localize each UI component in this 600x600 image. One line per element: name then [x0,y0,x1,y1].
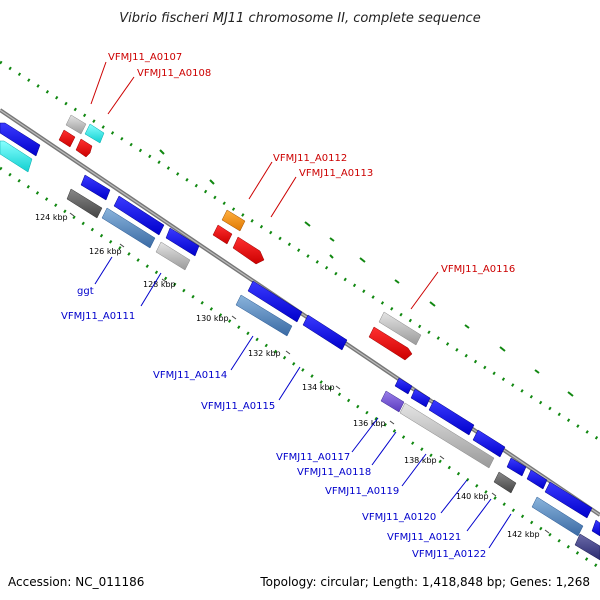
callouts-top [90,61,439,310]
gene-label[interactable]: VFMJ11_A0121 [387,532,461,543]
tick-label: 126 kbp [89,247,122,256]
gene-purple-a0117[interactable] [380,390,405,413]
gene-cds-a0121b[interactable] [526,469,548,490]
gene-labels-top: VFMJ11_A0107 VFMJ11_A0108 VFMJ11_A0112 V… [108,52,515,275]
gene-gray-a0116[interactable] [378,311,422,346]
tick-label: 142 kbp [507,530,540,539]
gene-steel-a0122[interactable] [531,496,584,537]
gene-cyan-left[interactable] [0,140,33,173]
gc-track-inner [0,166,600,570]
topology-text: Topology: circular; Length: 1,418,848 bp… [259,575,590,589]
gene-cds-a0118[interactable] [428,399,475,436]
gene-label[interactable]: VFMJ11_A0107 [108,52,182,63]
tick-label: 138 kbp [404,456,437,465]
gene-labels-bottom: ggt VFMJ11_A0111 VFMJ11_A0114 VFMJ11_A01… [61,286,486,560]
gene-gray-a0111[interactable] [155,241,191,271]
gene-label[interactable]: VFMJ11_A0115 [201,401,275,412]
gene-label[interactable]: VFMJ11_A0116 [441,264,515,275]
tick-label: 124 kbp [35,213,68,222]
gene-steel-ggt[interactable] [101,207,156,249]
gene-label[interactable]: VFMJ11_A0113 [299,168,373,179]
tick-label: 128 kbp [143,280,176,289]
gene-cds-a0120a[interactable] [472,429,506,458]
gene-cds-a0115[interactable] [302,314,348,351]
gene-orange-a0112[interactable] [221,209,246,232]
gene-label[interactable]: VFMJ11_A0114 [153,370,227,381]
gene-red-a0113a[interactable] [212,224,233,245]
gene-cyan-a0108[interactable] [84,123,105,144]
gene-dark-124[interactable] [66,188,103,219]
gene-label[interactable]: VFMJ11_A0120 [362,512,436,523]
tick-label: 132 kbp [248,349,281,358]
gene-red-a0116[interactable] [368,326,413,361]
gene-red-2[interactable] [75,138,93,158]
accession-text: Accession: NC_011186 [8,575,144,589]
callouts-bottom [94,256,512,549]
gene-cds-right-edge[interactable] [591,519,600,537]
genes [0,114,600,561]
gene-label[interactable]: VFMJ11_A0112 [273,153,347,164]
gene-cds-a0121a[interactable] [506,457,527,477]
gene-cds-136b[interactable] [410,388,431,408]
gc-skew-track [159,149,574,397]
gene-red-a0113b[interactable] [232,236,265,265]
gene-cds-124a[interactable] [80,174,111,201]
map-title: Vibrio fischeri MJ11 chromosome II, comp… [119,11,480,26]
gene-cds-126a[interactable] [113,195,165,236]
gene-cds-130[interactable] [247,280,303,323]
gene-label[interactable]: VFMJ11_A0122 [412,549,486,560]
tick-label: 130 kbp [196,314,229,323]
gene-cds-128a[interactable] [165,227,200,257]
gene-label[interactable]: VFMJ11_A0118 [297,467,371,478]
tick-labels: 124 kbp 126 kbp 128 kbp 130 kbp 132 kbp … [35,213,540,539]
gene-label[interactable]: VFMJ11_A0108 [137,68,211,79]
gene-label[interactable]: VFMJ11_A0111 [61,311,135,322]
gene-cds-left-top[interactable] [0,122,41,157]
tick-label: 140 kbp [456,492,489,501]
gene-gray-a0119[interactable] [399,402,495,469]
gene-steel-a0114[interactable] [235,294,293,337]
gene-gray-a0107[interactable] [65,114,87,135]
gene-cds-a0122[interactable] [544,481,593,519]
gene-red-1[interactable] [58,129,76,148]
gene-navy-right-edge[interactable] [574,533,600,561]
tick-label: 134 kbp [302,383,335,392]
gene-label[interactable]: VFMJ11_A0117 [276,452,350,463]
gene-cds-136a[interactable] [394,377,413,395]
gene-label[interactable]: ggt [77,286,94,297]
gene-dark-a0120[interactable] [493,471,517,494]
tick-label: 136 kbp [353,419,386,428]
gene-label[interactable]: VFMJ11_A0119 [325,486,399,497]
scale-ticks [69,212,550,534]
